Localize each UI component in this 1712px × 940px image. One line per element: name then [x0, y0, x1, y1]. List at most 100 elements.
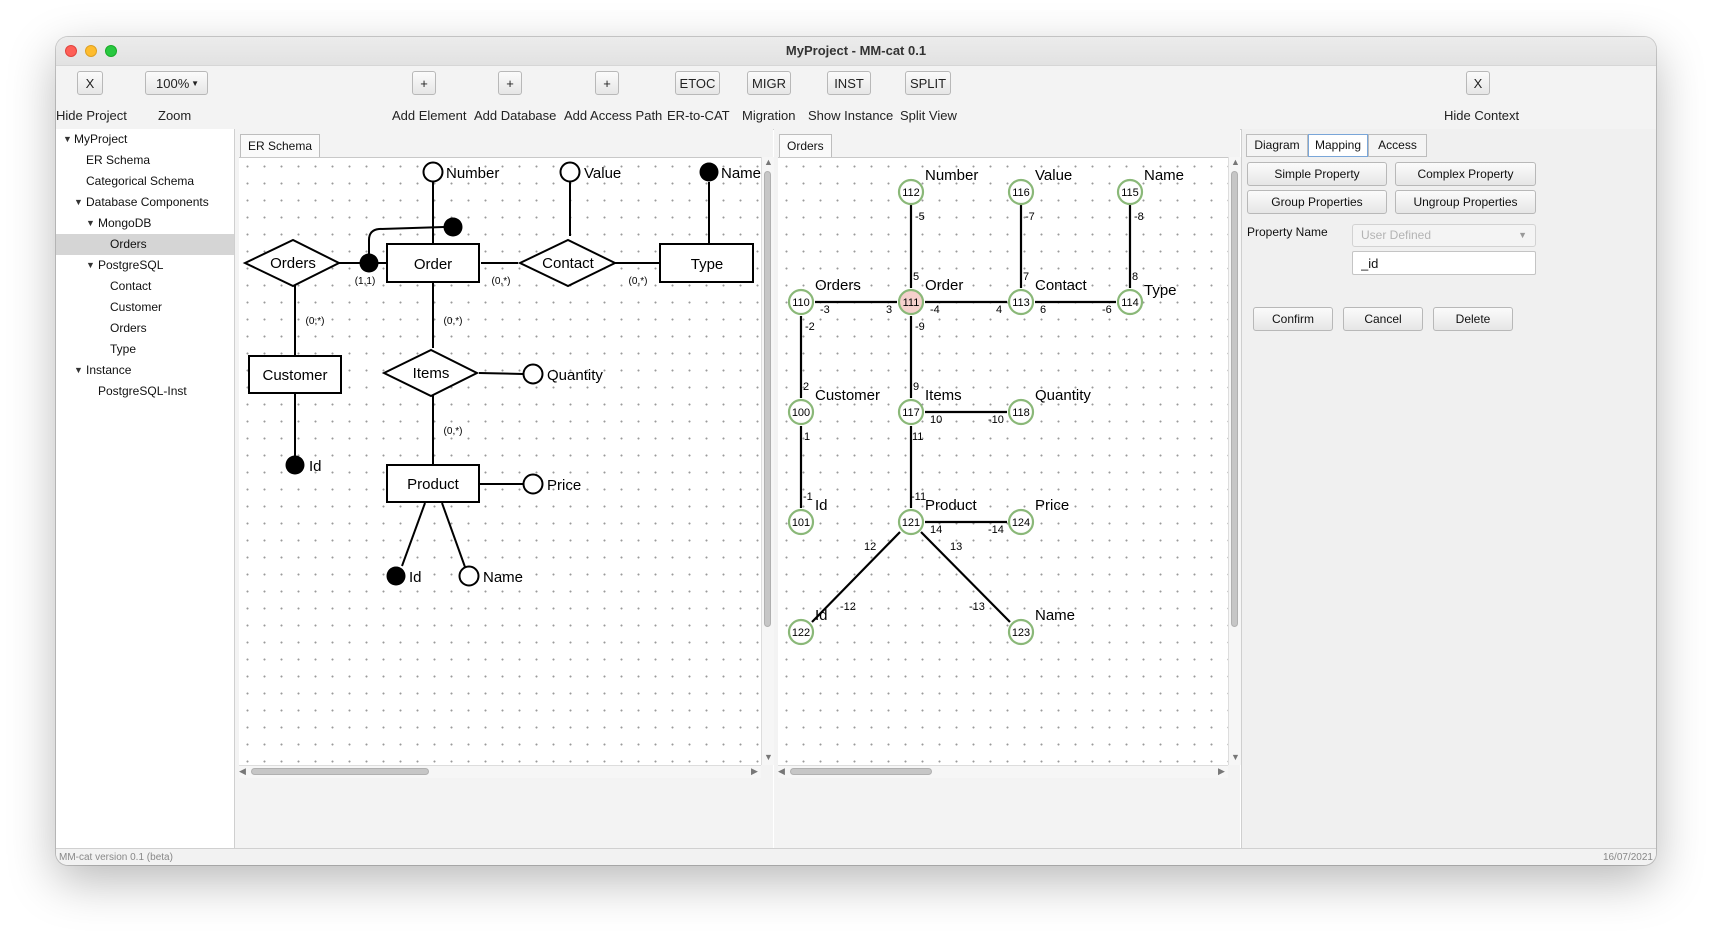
cat-object-100[interactable]	[787, 398, 815, 426]
er-attribute-value[interactable]	[559, 161, 581, 183]
tree-item-myproject[interactable]: ▼ MyProject	[56, 129, 234, 150]
cat-object-id: 100	[792, 407, 810, 419]
cat-object-123[interactable]	[1007, 618, 1035, 646]
er-attribute-price[interactable]	[522, 473, 544, 495]
er-identifier-customer-id[interactable]	[285, 455, 305, 475]
tab-orders[interactable]: Orders	[779, 134, 832, 157]
er-schema-canvas[interactable]: Number Value Name Id Quantity Price Id N…	[239, 157, 761, 766]
tab-mapping[interactable]: Mapping	[1308, 134, 1368, 157]
scroll-right-arrow-icon[interactable]: ▶	[751, 766, 758, 776]
er-label-product-name: Name	[483, 569, 523, 586]
er-identifier-type-name[interactable]	[699, 162, 719, 182]
ungroup-properties-button[interactable]: Ungroup Properties	[1395, 190, 1536, 214]
cat-object-116[interactable]	[1007, 178, 1035, 206]
cat-vertical-scrollbar[interactable]: ▲ ▼	[1228, 157, 1241, 765]
complex-property-button[interactable]: Complex Property	[1395, 162, 1536, 186]
expand-triangle-icon[interactable]: ▼	[86, 218, 95, 228]
cat-horizontal-scrollbar[interactable]: ◀ ▶	[778, 765, 1228, 778]
cat-object-121[interactable]	[897, 508, 925, 536]
er-relationship-orders[interactable]	[242, 238, 342, 288]
cat-object-112[interactable]	[897, 178, 925, 206]
tree-item-postgresql-inst[interactable]: PostgreSQL-Inst	[98, 384, 187, 398]
cat-object-124[interactable]	[1007, 508, 1035, 536]
confirm-button[interactable]: Confirm	[1253, 307, 1333, 331]
simple-property-button[interactable]: Simple Property	[1247, 162, 1387, 186]
close-window-button[interactable]	[65, 45, 77, 57]
add-database-button[interactable]: +	[498, 71, 522, 95]
migration-button[interactable]: MIGR	[747, 71, 791, 95]
cat-object-118[interactable]	[1007, 398, 1035, 426]
property-name-select[interactable]: User Defined ▼	[1352, 224, 1536, 247]
er-horizontal-scroll-thumb[interactable]	[251, 768, 429, 775]
expand-triangle-icon[interactable]: ▼	[74, 365, 83, 375]
property-name-input[interactable]	[1352, 251, 1536, 275]
scroll-up-arrow-icon[interactable]: ▲	[764, 157, 773, 167]
cat-object-117[interactable]	[897, 398, 925, 426]
expand-triangle-icon[interactable]: ▼	[74, 197, 83, 207]
minimize-window-button[interactable]	[85, 45, 97, 57]
scroll-up-arrow-icon[interactable]: ▲	[1231, 157, 1240, 167]
er-relationship-items[interactable]	[381, 348, 480, 398]
scroll-right-arrow-icon[interactable]: ▶	[1218, 766, 1225, 776]
cat-object-113[interactable]	[1007, 288, 1035, 316]
er-identifier-product-id[interactable]	[386, 566, 406, 586]
expand-triangle-icon[interactable]: ▼	[63, 134, 72, 144]
scroll-down-arrow-icon[interactable]: ▼	[764, 752, 773, 762]
add-element-button[interactable]: +	[412, 71, 436, 95]
er-vertical-scrollbar[interactable]: ▲ ▼	[761, 157, 774, 765]
cat-object-101[interactable]	[787, 508, 815, 536]
er-attribute-number[interactable]	[422, 161, 444, 183]
scroll-left-arrow-icon[interactable]: ◀	[778, 766, 785, 776]
hide-context-button[interactable]: X	[1466, 71, 1490, 95]
er-identifier-composite[interactable]	[359, 253, 379, 273]
tree-item-mongodb[interactable]: ▼ MongoDB	[56, 213, 234, 234]
er-entity-order[interactable]	[386, 243, 480, 283]
scroll-down-arrow-icon[interactable]: ▼	[1231, 752, 1240, 762]
er-to-cat-button[interactable]: ETOC	[675, 71, 720, 95]
tree-item-postgresql-orders[interactable]: Orders	[110, 321, 147, 335]
er-entity-type[interactable]	[659, 243, 754, 283]
add-access-path-button[interactable]: +	[595, 71, 619, 95]
expand-triangle-icon[interactable]: ▼	[86, 260, 95, 270]
tree-item-mongodb-orders[interactable]: Orders	[56, 234, 234, 255]
er-vertical-scroll-thumb[interactable]	[764, 171, 771, 627]
show-instance-button[interactable]: INST	[827, 71, 871, 95]
er-attribute-quantity[interactable]	[522, 363, 544, 385]
cat-horizontal-scroll-thumb[interactable]	[790, 768, 932, 775]
er-relationship-contact[interactable]	[517, 238, 618, 288]
scroll-left-arrow-icon[interactable]: ◀	[239, 766, 246, 776]
er-entity-product[interactable]	[386, 464, 480, 503]
er-entity-customer[interactable]	[248, 355, 342, 394]
zoom-select[interactable]: 100% ▼	[145, 71, 208, 95]
tree-item-database-components[interactable]: ▼ Database Components	[56, 192, 234, 213]
group-properties-button[interactable]: Group Properties	[1247, 190, 1387, 214]
cat-object-114[interactable]	[1116, 288, 1144, 316]
tab-diagram[interactable]: Diagram	[1246, 134, 1308, 157]
split-view-button[interactable]: SPLIT	[905, 71, 951, 95]
cat-object-110[interactable]	[787, 288, 815, 316]
cat-object-111[interactable]	[897, 288, 925, 316]
tree-item-postgresql[interactable]: ▼ PostgreSQL	[56, 255, 234, 276]
tab-er-schema[interactable]: ER Schema	[240, 134, 321, 157]
tree-item-type[interactable]: Type	[110, 342, 137, 356]
categorical-canvas[interactable]: 112 116 115 110 111 113 114 100 117 118 …	[778, 157, 1228, 766]
cat-vertical-scroll-thumb[interactable]	[1231, 171, 1238, 627]
cat-object-id: 115	[1121, 187, 1139, 199]
delete-button[interactable]: Delete	[1433, 307, 1513, 331]
cat-object-122[interactable]	[787, 618, 815, 646]
tree-item-er-schema[interactable]: ER Schema	[86, 153, 151, 167]
tree-item-contact[interactable]: Contact	[110, 279, 152, 293]
zoom-window-button[interactable]	[105, 45, 117, 57]
tree-item-instance[interactable]: ▼ Instance	[56, 360, 234, 381]
cat-object-115[interactable]	[1116, 178, 1144, 206]
tab-access[interactable]: Access	[1368, 134, 1427, 157]
hide-project-button[interactable]: X	[77, 71, 103, 95]
er-identifier-order[interactable]	[443, 217, 463, 237]
er-attribute-product-name[interactable]	[458, 565, 480, 587]
er-label-product: Product	[407, 476, 460, 493]
cancel-button[interactable]: Cancel	[1343, 307, 1423, 331]
tree-item-categorical-schema[interactable]: Categorical Schema	[86, 174, 195, 188]
tree-item-customer[interactable]: Customer	[110, 300, 163, 314]
morphism-label: 1	[804, 431, 810, 443]
er-horizontal-scrollbar[interactable]: ◀ ▶	[239, 765, 761, 778]
